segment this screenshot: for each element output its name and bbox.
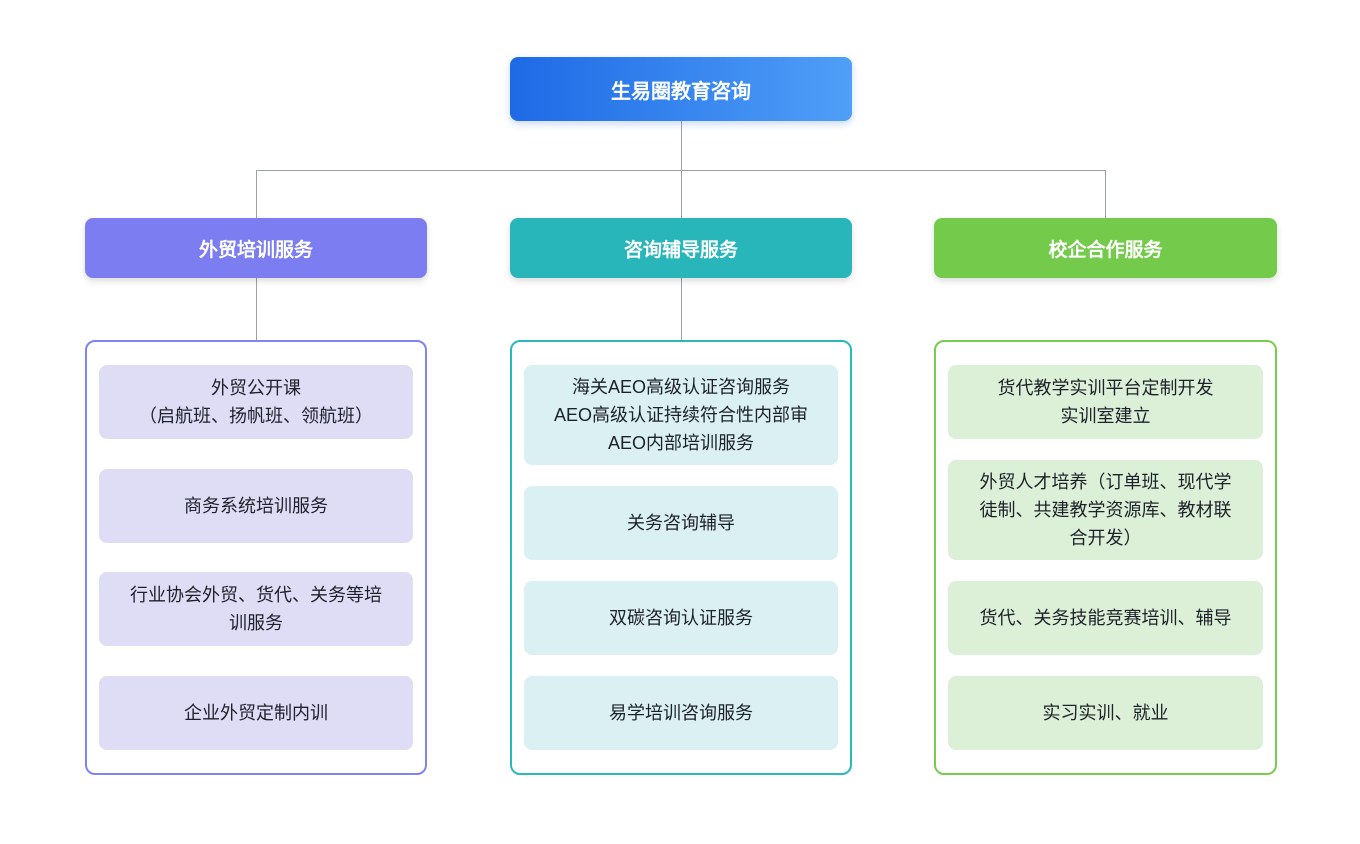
branch-header-trade-training: 外贸培训服务 bbox=[85, 218, 427, 278]
branch-header-label: 外贸培训服务 bbox=[198, 239, 313, 261]
connector-stub-left bbox=[256, 170, 257, 218]
leaf-node: 双碳咨询认证服务 bbox=[524, 581, 838, 655]
branch-header-consulting: 咨询辅导服务 bbox=[510, 218, 852, 278]
connector-branch2-vertical bbox=[681, 278, 682, 340]
leaf-node: 易学培训咨询服务 bbox=[524, 676, 838, 750]
leaf-node: 关务咨询辅导 bbox=[524, 486, 838, 560]
root-node: 生易圈教育咨询 bbox=[510, 57, 852, 121]
branch-header-label: 咨询辅导服务 bbox=[623, 239, 738, 261]
branch-group-trade-training: 外贸公开课（启航班、扬帆班、领航班） 商务系统培训服务 行业协会外贸、货代、关务… bbox=[85, 340, 427, 775]
leaf-node: 企业外贸定制内训 bbox=[99, 675, 413, 750]
branch-header-label: 校企合作服务 bbox=[1048, 239, 1163, 261]
leaf-node: 实习实训、就业 bbox=[948, 676, 1263, 750]
connector-stub-right bbox=[1105, 170, 1106, 218]
connector-branch1-vertical bbox=[256, 278, 257, 340]
leaf-node: 行业协会外贸、货代、关务等培训服务 bbox=[99, 572, 413, 647]
connector-stub-center bbox=[681, 170, 682, 218]
connector-root-vertical bbox=[681, 121, 682, 170]
branch-group-school-enterprise: 货代教学实训平台定制开发实训室建立 外贸人才培养（订单班、现代学徒制、共建教学资… bbox=[934, 340, 1277, 775]
leaf-node: 外贸人才培养（订单班、现代学徒制、共建教学资源库、教材联合开发） bbox=[948, 460, 1263, 560]
root-node-label: 生易圈教育咨询 bbox=[611, 80, 751, 103]
branch-header-school-enterprise: 校企合作服务 bbox=[934, 218, 1277, 278]
leaf-node: 商务系统培训服务 bbox=[99, 468, 413, 543]
leaf-node: 货代、关务技能竞赛培训、辅导 bbox=[948, 581, 1263, 655]
leaf-node: 外贸公开课（启航班、扬帆班、领航班） bbox=[99, 365, 413, 439]
leaf-node: 货代教学实训平台定制开发实训室建立 bbox=[948, 365, 1263, 439]
